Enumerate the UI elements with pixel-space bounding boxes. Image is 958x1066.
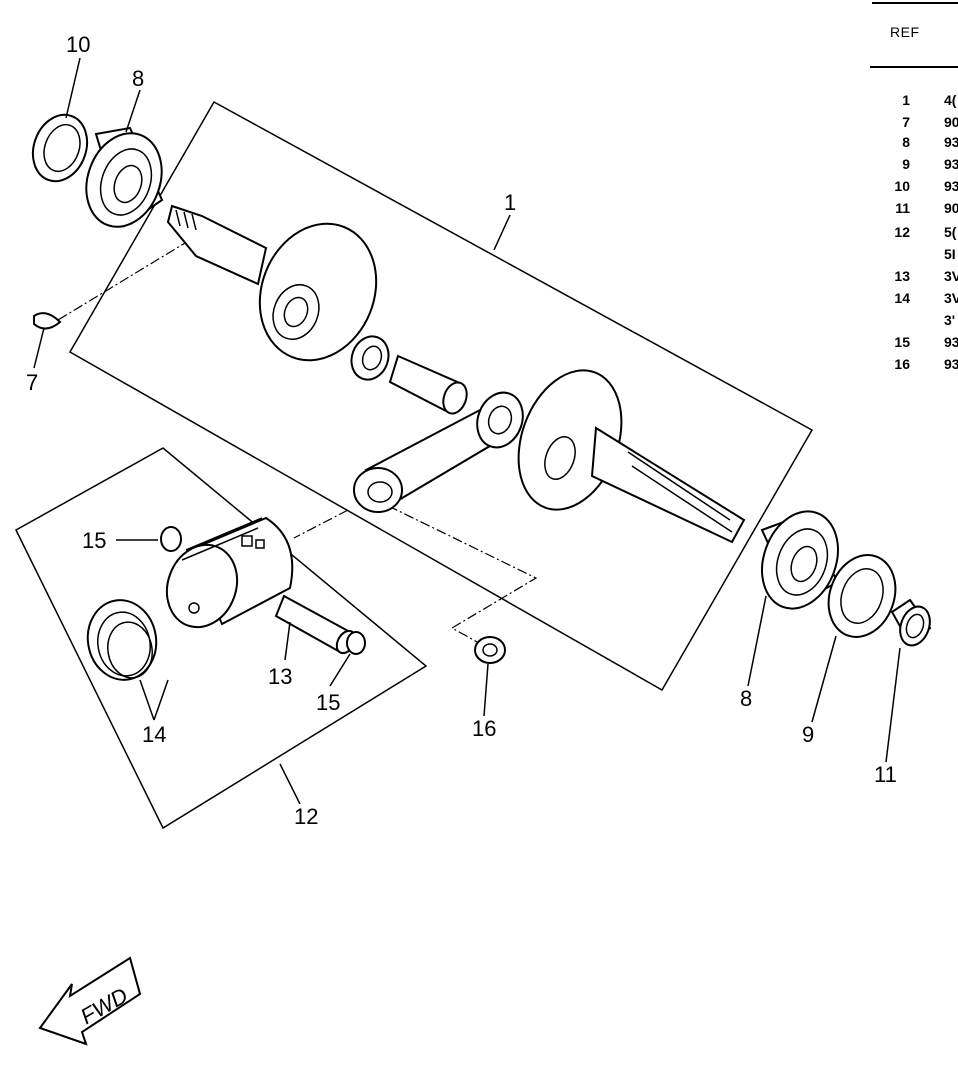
connecting-rod [353, 391, 524, 513]
callout-7: 7 [26, 370, 38, 395]
callout-8-left: 8 [132, 66, 144, 91]
part-code: 93 [944, 334, 958, 350]
table-row: 14 3V [866, 290, 958, 308]
table-header-ref: REF [890, 24, 920, 40]
ref-number: 14 [894, 290, 910, 306]
piston-kit-frame [15, 447, 428, 830]
ref-number: 1 [902, 92, 910, 108]
part-code: 5I [944, 246, 956, 262]
callout-14: 14 [142, 722, 166, 747]
table-header-rule [870, 66, 958, 68]
callout-16: 16 [472, 716, 496, 741]
callout-12: 12 [294, 804, 318, 829]
needle-bearing-upper [350, 335, 390, 381]
table-row: 8 93 [866, 134, 958, 152]
callout-9: 9 [802, 722, 814, 747]
table-row: 7 90 [866, 114, 958, 132]
fwd-arrow-icon: FWD [38, 956, 142, 1046]
bearing-left [85, 126, 164, 228]
part-code: 3' [944, 312, 956, 328]
leader-lines [33, 57, 901, 805]
part-code: 93 [944, 178, 958, 194]
table-row: 9 93 [866, 156, 958, 174]
part-code: 90 [944, 114, 958, 130]
circlip-upper [160, 526, 182, 552]
oil-seal-left [31, 113, 89, 183]
table-top-rule [872, 2, 958, 4]
part-code: 4( [944, 92, 957, 108]
part-code: 93 [944, 356, 958, 372]
piston-pin [274, 594, 357, 655]
ref-number: 11 [895, 200, 910, 216]
ref-number: 16 [894, 356, 910, 372]
circlip-lower [346, 631, 366, 655]
ref-number: 12 [894, 224, 910, 240]
table-row: 3' [866, 312, 958, 330]
crankshaft-right-half [517, 369, 746, 544]
callout-11: 11 [874, 762, 897, 787]
crank-pin [388, 354, 468, 415]
callout-10: 10 [66, 32, 90, 57]
table-row: 5I [866, 246, 958, 264]
callout-numbers: 10 8 1 7 15 13 15 14 16 12 8 9 11 [26, 32, 897, 829]
crankshaft-assembly-frame [68, 100, 814, 692]
bearing-right [760, 510, 840, 610]
part-code: 90 [944, 200, 958, 216]
small-end-bearing [474, 636, 506, 664]
part-code: 5( [944, 224, 957, 240]
ref-number: 7 [902, 114, 910, 130]
table-row: 1 4( [866, 92, 958, 110]
ref-number: 13 [894, 268, 910, 284]
callout-13: 13 [268, 664, 292, 689]
alignment-lines [57, 239, 538, 649]
callout-8-right: 8 [740, 686, 752, 711]
part-code: 3V [944, 290, 958, 306]
ref-number: 8 [902, 134, 910, 150]
part-code: 93 [944, 156, 958, 172]
reference-table: REF 1 4( 7 90 8 93 9 93 10 93 11 90 12 5( 5I 13 3V 14 3V 3'… [866, 0, 958, 380]
table-row: 13 3V [866, 268, 958, 286]
piston-ring-set [86, 599, 158, 681]
ref-number: 10 [894, 178, 910, 194]
table-row: 12 5( [866, 224, 958, 242]
callout-15-upper: 15 [82, 528, 106, 553]
part-code: 3V [944, 268, 958, 284]
ref-number: 9 [902, 156, 910, 172]
piston [165, 516, 294, 629]
part-code: 93 [944, 134, 958, 150]
crankshaft-left-half [166, 204, 378, 362]
table-row: 10 93 [866, 178, 958, 196]
ref-number: 15 [894, 334, 910, 350]
callout-1: 1 [504, 190, 516, 215]
woodruff-key [33, 312, 62, 330]
collar [890, 598, 932, 647]
table-row: 11 90 [866, 200, 958, 218]
callout-15-lower: 15 [316, 690, 340, 715]
oil-seal-right [827, 554, 897, 638]
